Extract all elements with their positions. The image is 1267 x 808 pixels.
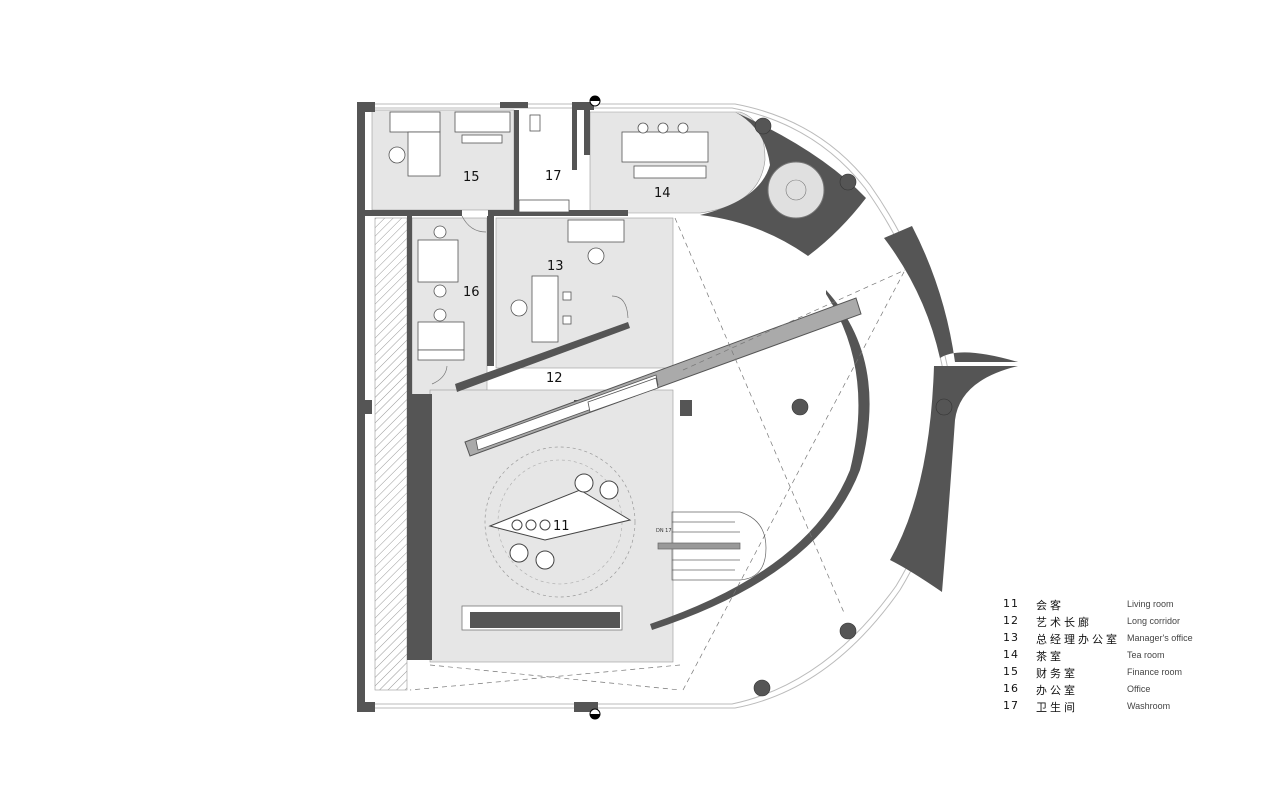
legend-number: 15 (1003, 665, 1019, 678)
room-label-16: 16 (463, 285, 480, 300)
section-markers (589, 95, 601, 720)
legend-zh: 会客 (1036, 599, 1064, 612)
legend-number: 13 (1003, 631, 1019, 644)
legend-row: 15 财务室 Finance room (1003, 665, 1253, 682)
legend-en: Manager's office (1127, 633, 1193, 643)
legend-en: Tea room (1127, 650, 1165, 660)
chairs (509, 473, 619, 570)
legend-number: 14 (1003, 648, 1019, 661)
gallery-wall (464, 297, 862, 457)
legend-zh: 卫生间 (1036, 701, 1078, 714)
hatched-strip (374, 217, 408, 691)
legend-row: 13 总经理办公室 Manager's office (1003, 631, 1253, 648)
legend-en: Washroom (1127, 701, 1171, 711)
doors (431, 215, 629, 385)
spiral-stair (767, 161, 825, 219)
walls (357, 102, 692, 712)
room-label-14: 14 (654, 186, 671, 201)
legend-number: 17 (1003, 699, 1019, 712)
room-label-12: 12 (546, 371, 563, 386)
dashed-guides (409, 217, 906, 691)
meeting-table (488, 489, 632, 541)
legend-row: 17 卫生间 Washroom (1003, 699, 1253, 716)
legend-number: 12 (1003, 614, 1019, 627)
legend-en: Long corridor (1127, 616, 1181, 626)
legend-en: Office (1127, 684, 1151, 694)
legend-zh: 财务室 (1036, 667, 1078, 680)
legend-row: 11 会客 Living room (1003, 597, 1253, 614)
furniture (388, 111, 709, 361)
legend-number: 16 (1003, 682, 1019, 695)
legend-en: Living room (1127, 599, 1174, 609)
legend-zh: 办公室 (1036, 684, 1078, 697)
legend: 11 会客 Living room 12 艺术长廊 Long corridor … (1003, 597, 1253, 716)
legend-en: Finance room (1127, 667, 1183, 677)
legend-zh: 茶室 (1036, 650, 1064, 663)
room-label-17: 17 (545, 169, 562, 184)
room-label-11: 11 (553, 519, 570, 534)
legend-row: 14 茶室 Tea room (1003, 648, 1253, 665)
legend-number: 11 (1003, 597, 1019, 610)
legend-row: 16 办公室 Office (1003, 682, 1253, 699)
columns (753, 117, 953, 697)
stair-annotation: DN 17 (656, 528, 672, 534)
legend-zh: 艺术长廊 (1036, 616, 1092, 629)
meeting-area (484, 446, 636, 598)
room-labels: 11 12 13 14 15 16 17 (463, 169, 671, 534)
staircase (657, 511, 767, 581)
legend-zh: 总经理办公室 (1036, 633, 1120, 646)
room-label-15: 15 (463, 170, 480, 185)
room-label-13: 13 (547, 259, 564, 274)
legend-row: 12 艺术长廊 Long corridor (1003, 614, 1253, 631)
